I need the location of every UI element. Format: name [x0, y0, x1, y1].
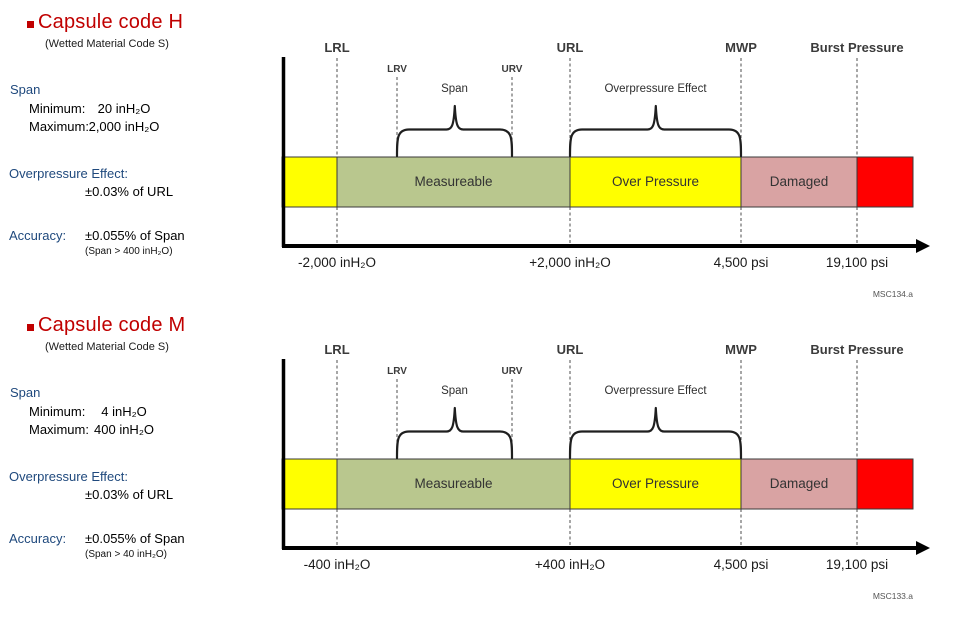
span-heading: Span	[10, 82, 41, 97]
lrv-label: LRV	[387, 366, 407, 377]
zone-measurable-label: Measureable	[414, 174, 493, 189]
zone-damaged	[740, 156, 858, 208]
zone-normal-left	[281, 458, 338, 510]
overpressure-value: ±0.03% of URL	[85, 487, 174, 502]
tick-url: +2,000 inH₂O	[529, 255, 611, 270]
lrl-label: LRL	[324, 342, 350, 357]
maximum-label: Maximum:	[29, 422, 89, 437]
axis-arrowhead-icon	[916, 541, 930, 555]
zone-measurable	[336, 156, 571, 208]
mwp-label: MWP	[725, 342, 757, 357]
panel-subtitle: (Wetted Material Code S)	[45, 341, 169, 353]
mwp-label: MWP	[725, 40, 757, 55]
diagram-canvas	[281, 359, 930, 555]
overpressure-brace	[568, 406, 743, 460]
panel-subtitle: (Wetted Material Code S)	[45, 38, 169, 50]
diagram-canvas	[281, 57, 930, 253]
tick-lrl: -400 inH₂O	[303, 557, 371, 572]
bullet-icon	[27, 21, 34, 28]
lrl-label: LRL	[324, 40, 350, 55]
maximum-label: Maximum:	[29, 119, 89, 134]
minimum-label: Minimum:	[29, 404, 86, 419]
zone-overpressure-label: Over Pressure	[611, 174, 700, 189]
zone-normal-left	[281, 156, 338, 208]
dashed-lines	[336, 360, 858, 546]
tick-lrl: -2,000 inH₂O	[297, 255, 377, 270]
accuracy-label: Accuracy:	[9, 228, 67, 243]
url-label: URL	[556, 40, 584, 55]
tick-burst: 19,100 psi	[825, 557, 889, 572]
zone-damaged-label: Damaged	[769, 174, 829, 189]
accuracy-note: (Span > 40 inH₂O)	[85, 549, 167, 560]
burst-pressure-label: Burst Pressure	[810, 342, 904, 357]
diagram-capsule-h: LRL URL MWP Burst Pressure LRV URV Span …	[270, 35, 973, 305]
span-brace-label: Span	[441, 83, 468, 95]
accuracy-value: ±0.055% of Span	[85, 228, 185, 243]
diagram-capsule-m: LRL URL MWP Burst Pressure LRV URV Span …	[270, 337, 973, 607]
zone-bar	[281, 458, 914, 510]
urv-label: URV	[501, 64, 523, 75]
span-brace-label: Span	[441, 385, 468, 397]
overpressure-brace	[568, 104, 743, 158]
zone-damaged	[740, 458, 858, 510]
zone-overpressure	[569, 156, 742, 208]
zone-damaged-label: Damaged	[769, 476, 829, 491]
figure-caption: MSC134.a	[872, 289, 913, 299]
overpressure-brace-label: Overpressure Effect	[604, 83, 707, 95]
overpressure-heading: Overpressure Effect:	[9, 166, 128, 181]
bullet-icon	[27, 324, 34, 331]
zone-overpressure-label: Over Pressure	[611, 476, 700, 491]
url-label: URL	[556, 342, 584, 357]
tick-url: +400 inH₂O	[534, 557, 606, 572]
minimum-value: 4 inH₂O	[101, 404, 147, 419]
panel-title: Capsule code M	[38, 314, 186, 336]
burst-pressure-label: Burst Pressure	[810, 40, 904, 55]
minimum-value: 20 inH₂O	[97, 101, 151, 116]
tick-mwp: 4,500 psi	[713, 557, 769, 572]
maximum-value: 400 inH₂O	[94, 422, 154, 437]
lrv-label: LRV	[387, 64, 407, 75]
panel-capsule-m: Capsule code M (Wetted Material Code S) …	[0, 313, 272, 578]
span-heading: Span	[10, 385, 41, 400]
figure-caption: MSC133.a	[872, 591, 913, 601]
zone-measurable-label: Measureable	[414, 476, 493, 491]
zone-burst	[856, 156, 914, 208]
overpressure-value: ±0.03% of URL	[85, 184, 174, 199]
maximum-value: 2,000 inH₂O	[88, 119, 160, 134]
tick-burst: 19,100 psi	[825, 255, 889, 270]
zone-measurable	[336, 458, 571, 510]
accuracy-note: (Span > 400 inH₂O)	[85, 246, 173, 257]
zone-overpressure	[569, 458, 742, 510]
urv-label: URV	[501, 366, 523, 377]
tick-mwp: 4,500 psi	[713, 255, 769, 270]
overpressure-brace-label: Overpressure Effect	[604, 385, 707, 397]
panel-capsule-h: Capsule code H (Wetted Material Code S) …	[0, 10, 272, 275]
span-brace	[395, 406, 514, 460]
span-brace	[395, 104, 514, 158]
zone-burst	[856, 458, 914, 510]
accuracy-value: ±0.055% of Span	[85, 531, 185, 546]
accuracy-label: Accuracy:	[9, 531, 67, 546]
zone-bar	[281, 156, 914, 208]
minimum-label: Minimum:	[29, 101, 86, 116]
dashed-lines	[336, 58, 858, 244]
overpressure-heading: Overpressure Effect:	[9, 469, 128, 484]
axis-arrowhead-icon	[916, 239, 930, 253]
panel-title: Capsule code H	[38, 11, 184, 33]
